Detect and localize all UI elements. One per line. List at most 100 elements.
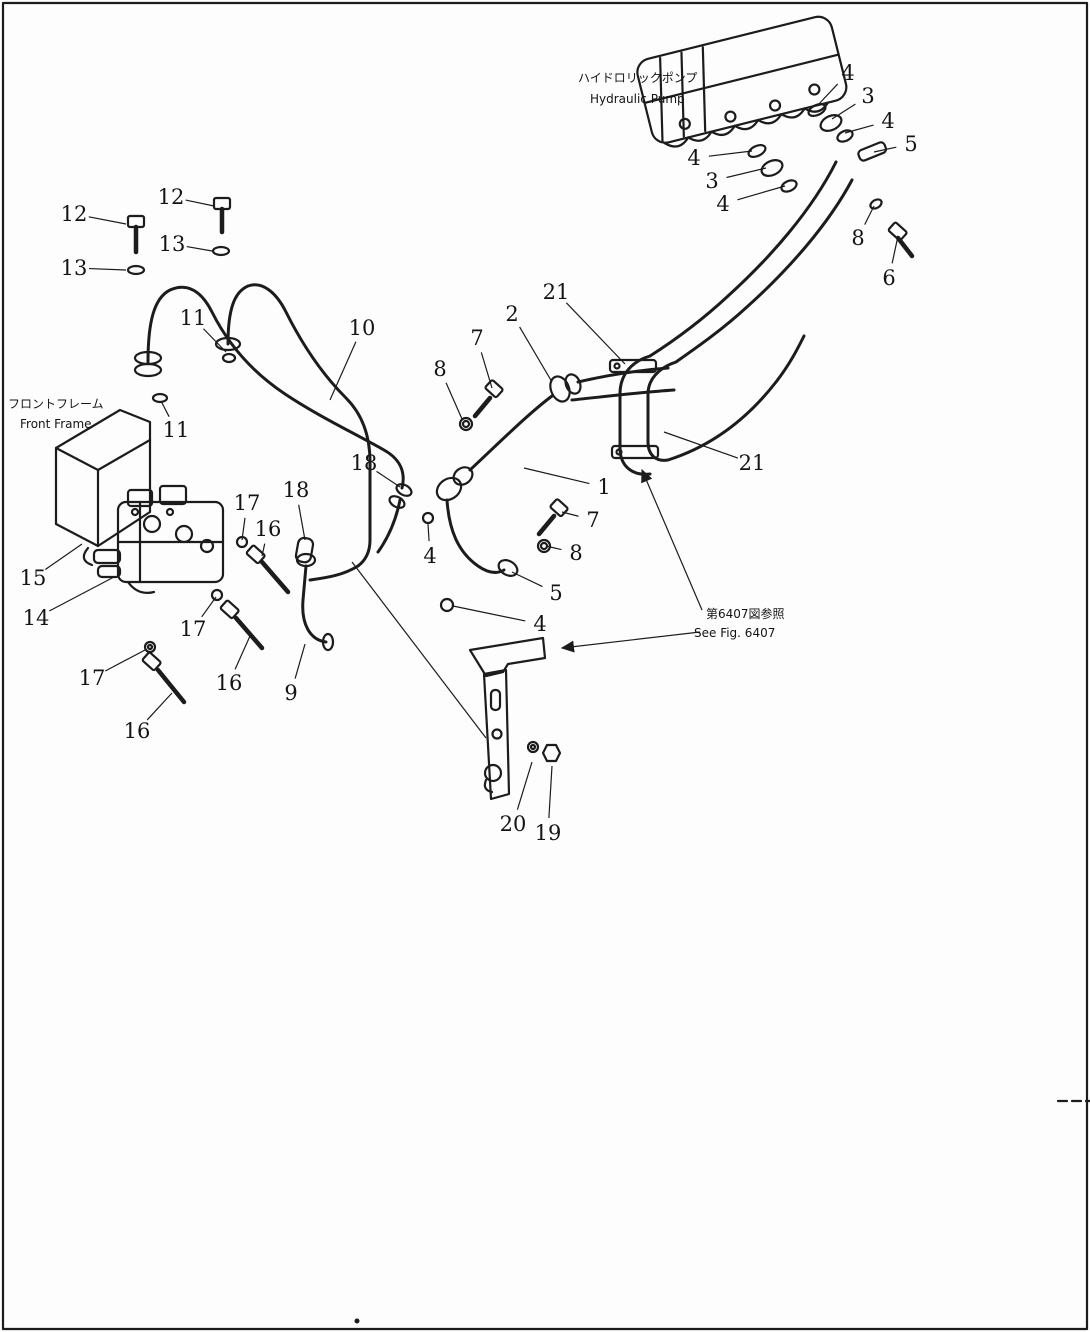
callout-number: 4 [716, 192, 729, 216]
diagram-text-labels: ハイドロリックポンプ Hydraulic Pump フロントフレーム Front Fr… [8, 71, 785, 640]
callout-leader [516, 761, 533, 810]
callout-leader [185, 199, 215, 207]
callout-leader [234, 635, 251, 670]
see-fig-label-jp: 第6407図参照 [706, 606, 785, 621]
callout-number: 4 [533, 612, 546, 636]
callout-leader [329, 341, 357, 401]
callout-leader [891, 235, 899, 264]
callout-number: 21 [739, 451, 766, 475]
callout-leader [480, 352, 493, 389]
callout-leader [376, 470, 401, 488]
callout-number: 8 [433, 357, 446, 381]
callout-number: 20 [500, 812, 527, 836]
callout-leader [663, 431, 739, 459]
control-valve-drawing [92, 484, 225, 594]
callout-leader [44, 543, 83, 570]
callout-leader [298, 504, 306, 541]
callout-number: 15 [20, 566, 47, 590]
callout-number: 6 [882, 266, 895, 290]
callout-number: 1 [597, 475, 610, 499]
callout-number: 4 [881, 109, 894, 133]
callout-leader [816, 83, 839, 107]
callout-leader [294, 643, 306, 679]
callout-number: 4 [841, 61, 854, 85]
callout-number: 4 [687, 146, 700, 170]
callout-leader [146, 692, 173, 721]
callout-number: 11 [180, 306, 207, 330]
callout-number: 12 [61, 202, 88, 226]
callout-leader [186, 245, 213, 252]
callout-leader [261, 543, 266, 557]
pump-fittings-drawing [747, 102, 915, 259]
callout-number: 2 [505, 302, 518, 326]
callout-leader [519, 326, 553, 383]
elbow-pipe-drawing [295, 552, 335, 652]
mounting-bracket-drawing [468, 636, 562, 801]
pump-label-jp: ハイドロリックポンプ [578, 71, 697, 85]
callout-number: 17 [234, 491, 261, 515]
callout-leader [565, 302, 626, 365]
callout-leaders [44, 83, 899, 819]
callout-leader [561, 511, 579, 517]
see-fig-arrows [351, 468, 703, 739]
callout-number: 19 [535, 821, 562, 845]
callout-leader [48, 576, 115, 612]
callout-number: 10 [349, 316, 376, 340]
front-frame-drawing [54, 408, 152, 567]
callout-leader [831, 103, 856, 120]
callout-number: 7 [470, 326, 483, 350]
pipe-fittings-18-drawing [294, 483, 413, 564]
left-pipe-assembly-drawing [126, 196, 405, 582]
callout-number: 17 [180, 617, 207, 641]
callout-number: 12 [158, 185, 185, 209]
callout-number: 16 [255, 517, 282, 541]
callout-leader [844, 124, 874, 134]
callout-number: 18 [283, 478, 310, 502]
callout-leader [241, 517, 246, 541]
callout-leader [545, 545, 562, 551]
callout-number: 8 [851, 226, 864, 250]
callout-number: 13 [159, 232, 186, 256]
callout-leader [452, 605, 526, 622]
callout-leader [548, 765, 553, 819]
callout-leader [523, 467, 590, 485]
callout-leader [88, 267, 127, 271]
valve-bolts-drawing [141, 535, 291, 705]
callout-leader [160, 400, 170, 417]
callout-number: 5 [549, 581, 562, 605]
pipe-clamps-drawing [608, 358, 660, 460]
callout-number: 21 [543, 280, 570, 304]
callout-number: 17 [79, 666, 106, 690]
callout-number: 9 [284, 681, 297, 705]
callout-leader [427, 523, 430, 542]
callout-leader [104, 649, 146, 672]
see-fig-label-en: See Fig. 6407 [694, 626, 775, 640]
callout-leader [88, 216, 127, 225]
callout-number: 3 [861, 84, 874, 108]
callout-number: 8 [569, 541, 582, 565]
callout-number: 18 [351, 451, 378, 475]
hose-assembly-drawing [421, 373, 582, 613]
callout-leader [201, 596, 217, 618]
pump-label-en: Hydraulic Pump [590, 92, 685, 106]
callout-leader [737, 185, 786, 201]
callout-number: 3 [705, 169, 718, 193]
callout-leader [726, 167, 767, 179]
callout-number: 16 [124, 719, 151, 743]
callout-leader [203, 328, 227, 353]
callout-leader [708, 150, 753, 157]
callout-number: 11 [163, 418, 190, 442]
main-pipes-drawing [570, 160, 854, 476]
callout-leader [445, 382, 463, 420]
front-frame-label-en: Front Frame [20, 417, 92, 431]
callout-number: 4 [423, 544, 436, 568]
callout-number: 14 [23, 606, 50, 630]
callout-number: 7 [586, 508, 599, 532]
callout-number: 16 [216, 671, 243, 695]
front-frame-label-jp: フロントフレーム [8, 397, 104, 411]
callout-leader [511, 571, 543, 588]
